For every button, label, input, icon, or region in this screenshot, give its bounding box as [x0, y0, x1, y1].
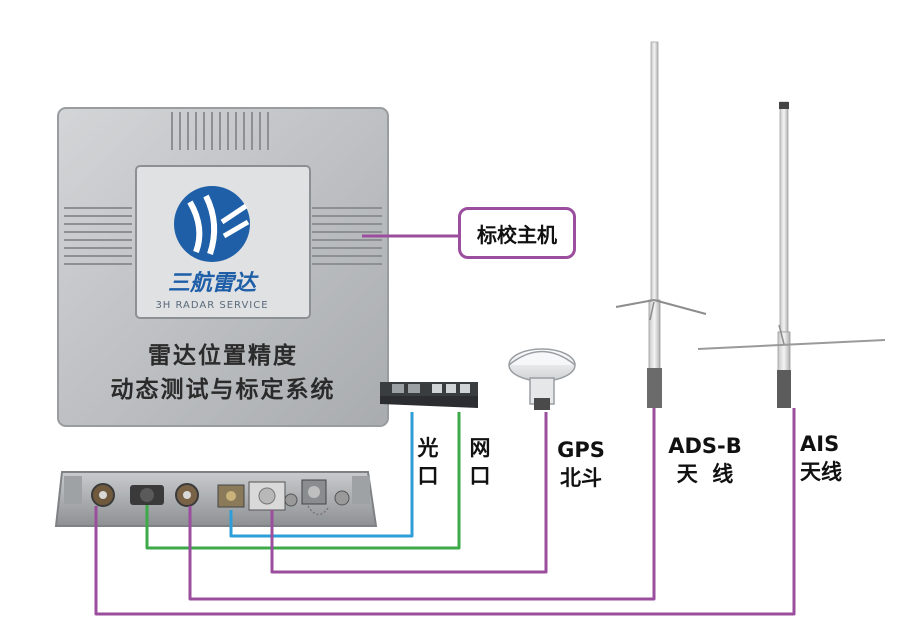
optical-port-label-line1: 光	[417, 436, 439, 460]
ais-antenna	[697, 101, 886, 408]
adsb-antenna	[615, 41, 707, 408]
host-left-vents	[64, 207, 132, 265]
connector-adsb	[175, 483, 199, 507]
optical-cable-line	[229, 412, 414, 538]
network-switch	[380, 382, 478, 408]
device-plate-line2: 动态测试与标定系统	[110, 376, 336, 403]
device-plate-line1: 雷达位置精度	[148, 342, 298, 369]
front-panel-handle-left	[64, 476, 82, 504]
connector-sma	[217, 484, 245, 508]
gps-cable-line	[270, 412, 548, 574]
adsb-label-line2: 天 线	[676, 462, 734, 486]
host-front-panel	[54, 471, 378, 527]
adsb-cable-line	[188, 408, 656, 601]
logo-subtitle: 3H RADAR SERVICE	[155, 300, 268, 311]
calibration-host-label: 标校主机	[477, 222, 557, 247]
optical-port-label: 光 口	[414, 434, 442, 490]
adsb-label-line1: ADS-B	[668, 434, 742, 458]
ais-cable-line	[94, 408, 796, 616]
cable-lines	[94, 234, 796, 616]
connector-ais	[91, 483, 115, 507]
gps-label: GPS 北斗	[550, 436, 612, 492]
connector-power	[130, 485, 164, 505]
optical-port-label-line2: 口	[417, 464, 439, 488]
company-logo-icon	[174, 186, 250, 262]
network-port-label: 网 口	[466, 434, 494, 490]
network-port-label-line1: 网	[469, 436, 491, 460]
calibration-host-callout: 标校主机	[458, 207, 576, 259]
gps-label-line2: 北斗	[560, 466, 602, 490]
connector-gps	[248, 481, 286, 511]
front-panel-handle-right	[352, 476, 370, 504]
host-right-vents	[312, 207, 382, 265]
gps-label-line1: GPS	[557, 438, 605, 462]
network-port-label-line2: 口	[469, 464, 491, 488]
adsb-label: ADS-B 天 线	[660, 432, 750, 488]
ais-label-line1: AIS	[800, 432, 840, 456]
calibration-host-box	[57, 107, 389, 427]
logo-name: 三航雷达	[168, 270, 259, 296]
ais-label: AIS 天线	[800, 430, 860, 486]
host-top-vents	[171, 112, 269, 150]
gps-antenna	[508, 348, 576, 410]
connector-aux	[284, 479, 350, 516]
ais-label-line2: 天线	[800, 460, 842, 484]
network-cable-line	[145, 412, 461, 550]
